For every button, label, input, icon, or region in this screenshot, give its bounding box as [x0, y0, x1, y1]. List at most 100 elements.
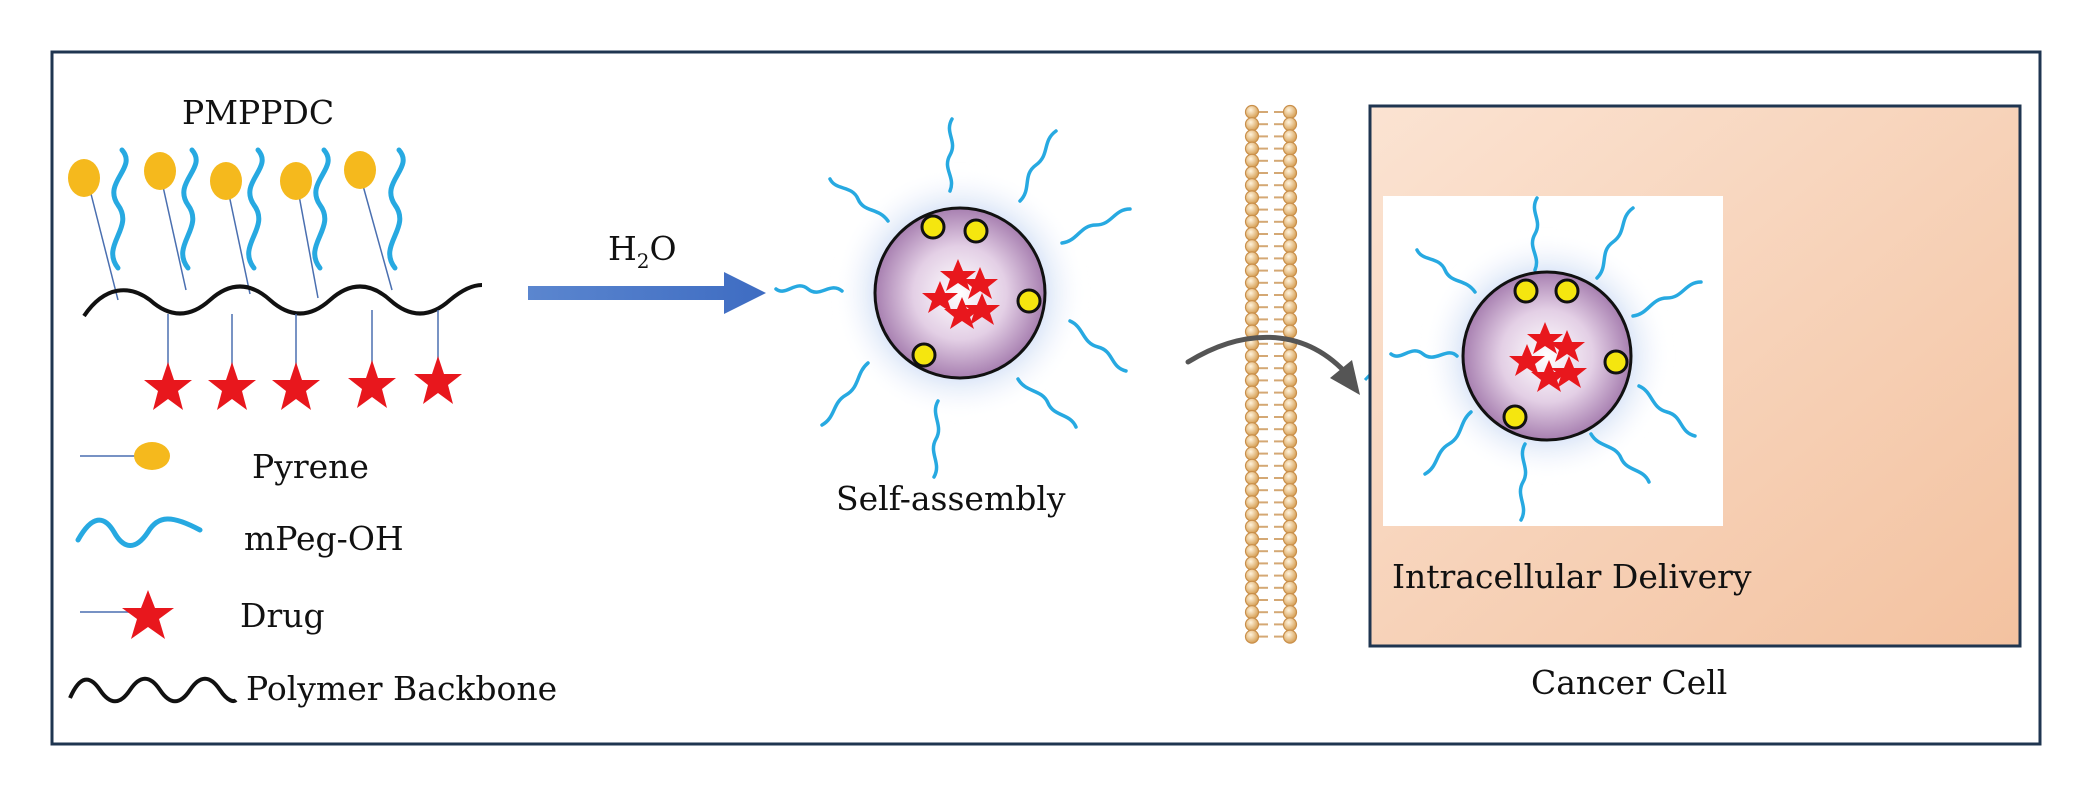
lipid-head — [1282, 409, 1298, 425]
lipid-head — [1244, 519, 1260, 534]
micelle-core — [873, 206, 1047, 380]
lipid-head — [1244, 239, 1260, 254]
lipid-head — [1282, 605, 1298, 620]
micelle — [774, 117, 1132, 479]
lipid-head — [1244, 422, 1260, 437]
lipid-head — [1244, 165, 1260, 181]
polymer-title: PMPPDC — [182, 93, 334, 132]
lipid-head — [1282, 287, 1298, 303]
lipid-head — [1282, 239, 1298, 254]
lipid-head — [1282, 434, 1298, 449]
outer-frame — [50, 50, 2042, 746]
lipid-head — [1244, 117, 1260, 132]
legend-label-drug: Drug — [240, 596, 325, 635]
lipid-head — [1244, 202, 1260, 217]
lipid-head — [1244, 483, 1260, 498]
arrow-icon — [528, 272, 766, 314]
lipid-head — [1244, 592, 1260, 608]
cancer-cell-caption: Cancer Cell — [1531, 663, 1727, 702]
micelle-drugs — [922, 259, 1000, 329]
lipid-head — [1282, 495, 1298, 510]
lipid-head — [1282, 348, 1298, 364]
lipid-head — [1244, 434, 1260, 449]
drug-star-icon — [144, 362, 192, 410]
legend-item-mpeg: mPeg-OH — [75, 516, 404, 558]
lipid-head — [1282, 263, 1298, 278]
entry-arrow — [1185, 334, 1380, 395]
lipid-head — [1282, 617, 1298, 632]
micelle-pyrenes — [911, 214, 1042, 368]
legend-label-mpeg: mPeg-OH — [244, 519, 404, 558]
lipid-head — [1244, 544, 1260, 559]
lipid-head — [1282, 324, 1298, 339]
arrow-label: H2O — [608, 229, 677, 273]
lipid-head — [1244, 385, 1260, 400]
lipid-head — [1244, 568, 1260, 583]
lipid-head — [1244, 617, 1260, 632]
polymer-structure — [68, 147, 483, 410]
lipid-head — [1282, 312, 1298, 327]
lipid-head — [1244, 397, 1260, 412]
drug-star-icon — [348, 360, 396, 408]
legend-label-backbone: Polymer Backbone — [246, 669, 557, 708]
lipid-head — [1244, 470, 1260, 486]
lipid-head — [1244, 178, 1260, 193]
lipid-head — [1244, 287, 1260, 303]
pyrene-icon — [344, 151, 376, 189]
lipid-head — [1244, 361, 1260, 376]
pyrene-icon — [210, 162, 242, 200]
lipid-head — [1282, 275, 1298, 290]
lipid-head — [1282, 226, 1298, 242]
lipid-head — [1244, 104, 1260, 120]
lipid-head — [1282, 519, 1298, 534]
lipid-head — [1244, 153, 1260, 168]
drug-star-icon — [208, 362, 256, 410]
legend-item-pyrene: Pyrene — [80, 442, 369, 486]
pyrene-icon — [280, 162, 312, 200]
lipid-head — [1244, 629, 1260, 644]
lipid-head — [1282, 470, 1298, 486]
lipid-head — [1282, 629, 1298, 644]
pyrene-icon — [134, 442, 170, 470]
lipid-head — [1282, 556, 1298, 571]
pyrene-icon — [68, 159, 100, 197]
lipid-head — [1244, 446, 1260, 461]
lipid-head — [1244, 458, 1260, 473]
lipid-head — [1282, 251, 1298, 266]
lipid-head — [1282, 568, 1298, 583]
lipid-head — [1244, 263, 1260, 278]
pyrene-icon — [144, 152, 176, 190]
lipid-head — [1282, 214, 1298, 229]
lipid-head — [1244, 312, 1260, 327]
lipid-head — [1282, 397, 1298, 412]
lipid-head — [1282, 592, 1298, 608]
lipid-head — [1244, 580, 1260, 595]
lipid-head — [1244, 531, 1260, 547]
lipid-head — [1244, 226, 1260, 242]
lipid-head — [1282, 129, 1298, 144]
lipid-head — [1282, 178, 1298, 193]
arrow-head-icon — [1330, 360, 1360, 395]
legend-item-backbone: Polymer Backbone — [68, 669, 557, 708]
intracellular-delivery-label: Intracellular Delivery — [1392, 557, 1752, 596]
lipid-head — [1282, 580, 1298, 595]
peg-chain-icon — [75, 516, 203, 548]
polymer-backbone — [82, 283, 483, 318]
lipid-head — [1244, 190, 1260, 205]
lipid-head — [1282, 483, 1298, 498]
lipid-head — [1282, 117, 1298, 132]
lipid-head — [1282, 422, 1298, 437]
lipid-head — [1282, 153, 1298, 168]
lipid-head — [1282, 300, 1298, 315]
micelle-in-cell — [1389, 196, 1703, 522]
lipid-head — [1282, 165, 1298, 181]
lipid-head — [1282, 141, 1298, 156]
lipid-head — [1282, 190, 1298, 205]
lipid-head — [1244, 129, 1260, 144]
micelle-peg-chains — [774, 117, 1132, 479]
lipid-head — [1282, 373, 1298, 388]
lipid-head — [1244, 507, 1260, 522]
peg-chains — [110, 147, 406, 271]
backbone-icon — [68, 676, 238, 704]
